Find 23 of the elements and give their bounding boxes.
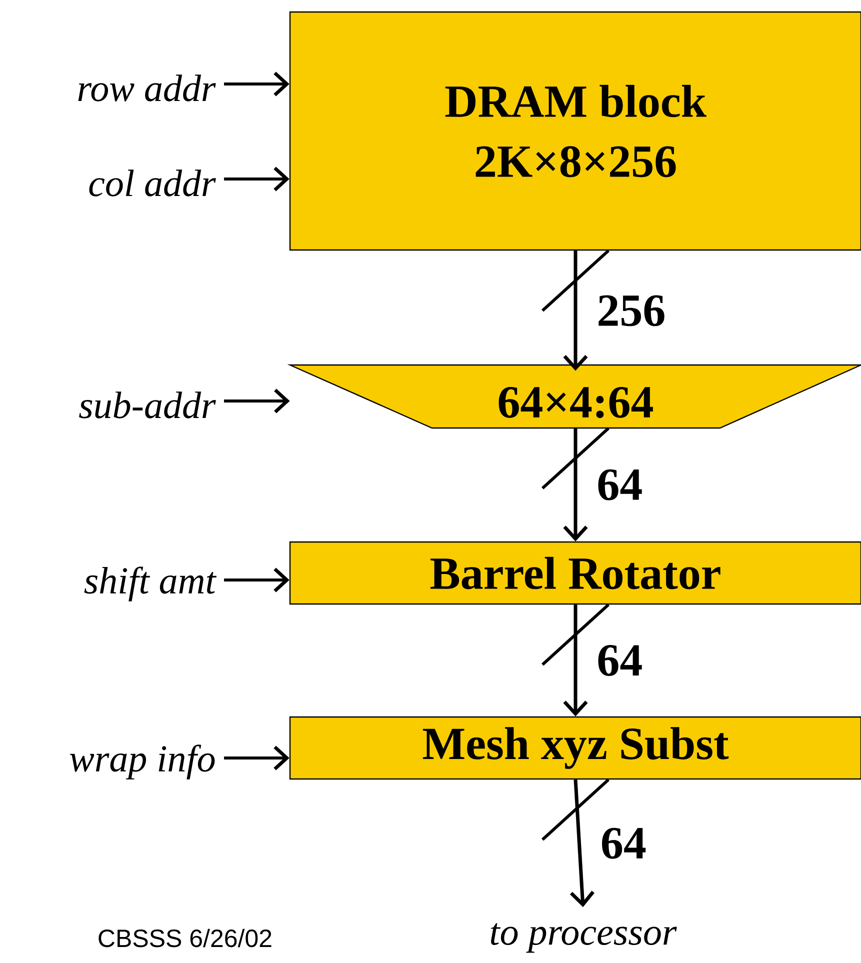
block-box: Mesh xyz Subst	[289, 716, 861, 780]
bus-width-label: 64	[596, 644, 644, 677]
output-label: to processor	[490, 923, 677, 953]
input-label: row addr	[78, 74, 216, 102]
bus-width-label: 256	[596, 294, 667, 328]
date-note: CBSSS 6/26/02	[98, 928, 272, 948]
block-box: Barrel Rotator	[289, 541, 861, 605]
input-arrow	[224, 166, 290, 192]
bus-width-label: 64	[599, 826, 648, 860]
input-arrow	[224, 568, 290, 592]
bus-arrow	[542, 250, 610, 371]
block-box: DRAM block 2K×8×256	[289, 11, 861, 251]
bus-arrow	[542, 427, 610, 542]
bus-width-label: 64	[596, 468, 644, 502]
bus-arrow	[542, 778, 610, 908]
input-label: col addr	[89, 170, 216, 196]
bus-arrow	[542, 604, 610, 716]
input-label: wrap info	[70, 744, 215, 780]
input-arrow	[224, 388, 290, 414]
input-arrow	[224, 746, 290, 770]
input-label: sub-addr	[79, 392, 216, 418]
input-arrow	[224, 72, 290, 96]
input-label: shift amt	[84, 566, 217, 602]
